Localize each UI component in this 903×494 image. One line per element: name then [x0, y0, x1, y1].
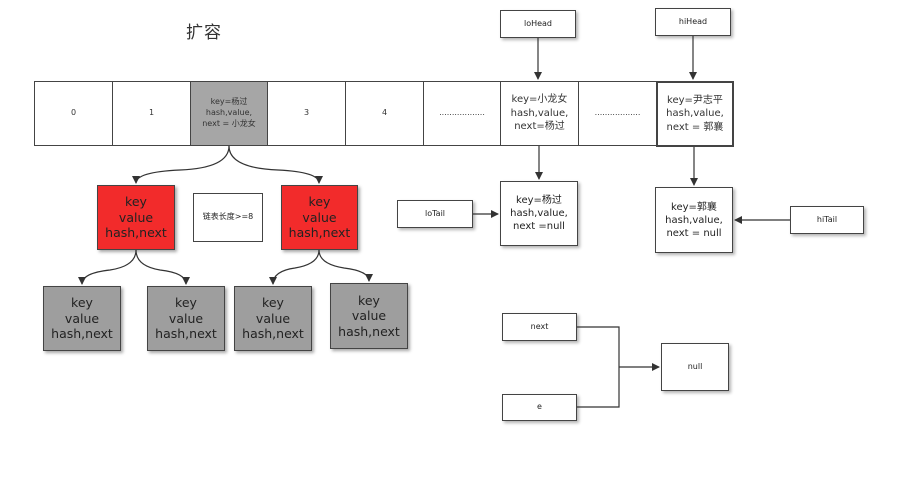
- edge-red-left-to-leaf-2: [135, 249, 190, 285]
- tree-node-red-left: key value hash,next: [97, 185, 175, 250]
- hi-head-box: hiHead: [655, 8, 731, 36]
- edge-next-to-merge: [577, 326, 620, 367]
- edge-red-right-to-leaf-4: [318, 249, 373, 282]
- e-box: e: [502, 394, 577, 421]
- lo-tail-node: key=杨过 hash,value, next =null: [500, 181, 578, 246]
- diagram-title: 扩容: [186, 23, 222, 43]
- table-cell-2: key=杨过 hash,value, next = 小龙女: [190, 81, 268, 146]
- table-cell-6: key=小龙女 hash,value, next=杨过: [500, 81, 579, 146]
- lo-tail-box: loTail: [397, 200, 473, 228]
- tree-leaf-2: key value hash,next: [147, 286, 225, 351]
- table-cell-3: 3: [267, 81, 346, 146]
- table-cell-7: ..................: [578, 81, 657, 146]
- tree-leaf-3: key value hash,next: [234, 286, 312, 351]
- list-length-note: 链表长度>=8: [193, 193, 263, 242]
- lo-head-box: loHead: [500, 10, 576, 38]
- tree-leaf-1: key value hash,next: [43, 286, 121, 351]
- hi-tail-node: key=郭襄 hash,value, next = null: [655, 187, 733, 253]
- tree-node-red-right: key value hash,next: [281, 185, 358, 250]
- null-box: null: [661, 343, 729, 391]
- edge-red-left-to-leaf-1: [78, 249, 137, 285]
- edge-e-to-merge: [577, 367, 620, 408]
- edge-bucket-to-red-left: [132, 145, 230, 184]
- edge-red-right-to-leaf-3: [269, 249, 320, 285]
- table-cell-1: 1: [112, 81, 191, 146]
- tree-leaf-4: key value hash,next: [330, 283, 408, 349]
- table-cell-8: key=尹志平 hash,value, next = 郭襄: [656, 81, 734, 147]
- edge-bucket-to-red-right: [228, 145, 323, 184]
- table-cell-5: ..................: [423, 81, 501, 146]
- next-box: next: [502, 313, 577, 341]
- hi-tail-box: hiTail: [790, 206, 864, 234]
- table-cell-4: 4: [345, 81, 424, 146]
